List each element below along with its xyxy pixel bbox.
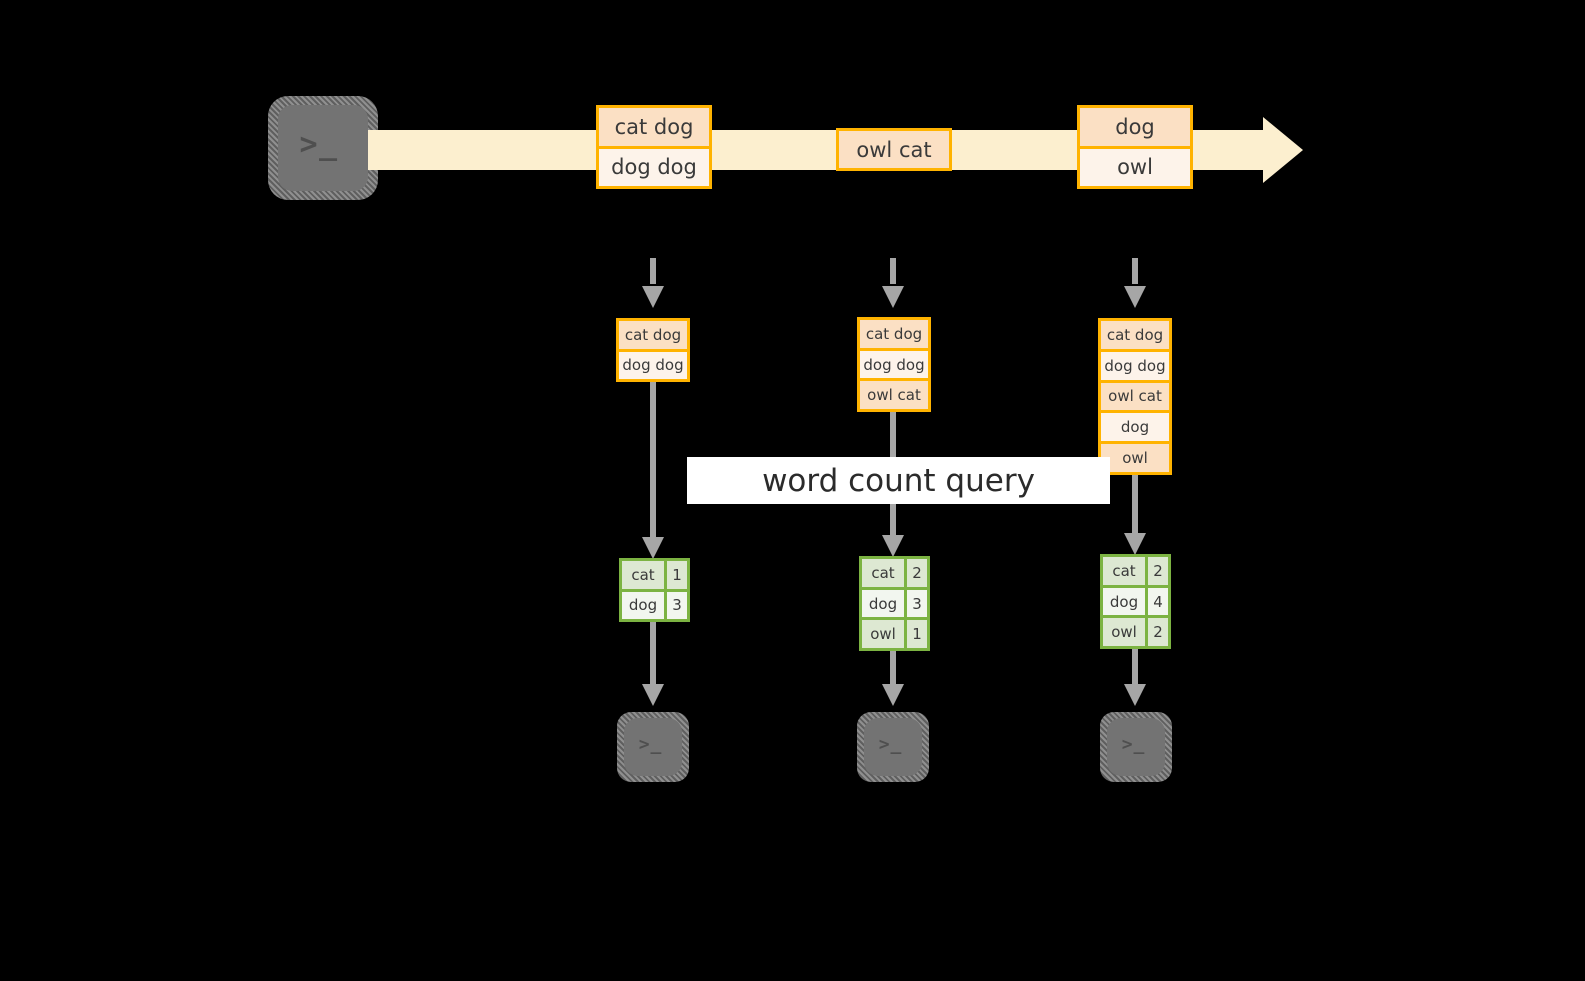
stream-event-line: cat dog: [599, 108, 709, 146]
buffer-row: dog dog: [619, 348, 687, 379]
terminal-screen: [864, 718, 922, 776]
terminal-prompt-glyph: >_: [878, 734, 903, 755]
result-word: dog: [622, 591, 667, 619]
snapshot-1-query-line: [650, 382, 656, 537]
stream-event-line: owl: [1080, 145, 1190, 186]
terminal-prompt-glyph: >_: [638, 734, 663, 755]
buffer-row: owl: [1101, 441, 1169, 472]
stream-event-line: dog: [1080, 108, 1190, 146]
result-count: 1: [907, 620, 927, 649]
result-row: cat 2: [862, 559, 927, 587]
query-label-banner: word count query: [687, 457, 1110, 504]
snapshot-2-sink-terminal-icon: >_: [857, 712, 929, 782]
snapshot-1-feed-dash: [650, 258, 656, 284]
result-word: cat: [1103, 557, 1148, 585]
snapshot-2-buffer: cat dog dog dog owl cat: [857, 317, 931, 412]
snapshot-1-result: cat 1 dog 3: [619, 558, 690, 622]
result-count: 4: [1148, 587, 1168, 616]
stream-event-line: owl cat: [839, 131, 949, 168]
snapshot-3-query-arrowhead: [1124, 533, 1146, 555]
snapshot-2-result: cat 2 dog 3 owl 1: [859, 556, 930, 651]
result-count: 2: [1148, 557, 1168, 585]
buffer-row: cat dog: [860, 320, 928, 348]
result-count: 3: [667, 591, 687, 619]
result-count: 1: [667, 561, 687, 589]
result-word: dog: [1103, 587, 1148, 616]
snapshot-2-sink-line: [890, 651, 896, 684]
snapshot-3-sink-line: [1132, 649, 1138, 684]
result-row: dog 4: [1103, 584, 1168, 616]
terminal-screen: [1107, 718, 1165, 776]
result-word: owl: [862, 620, 907, 649]
stream-event-3: dog owl: [1077, 105, 1193, 189]
result-row: cat 2: [1103, 557, 1168, 585]
snapshot-3-sink-terminal-icon: >_: [1100, 712, 1172, 782]
result-row: dog 3: [862, 586, 927, 618]
snapshot-1-sink-line: [650, 622, 656, 684]
buffer-row: dog: [1101, 410, 1169, 442]
buffer-row: owl cat: [860, 378, 928, 410]
snapshot-2-sink-arrowhead: [882, 684, 904, 706]
query-label-text: word count query: [762, 462, 1035, 499]
result-word: cat: [862, 559, 907, 587]
result-row: owl 2: [1103, 615, 1168, 647]
terminal-screen: [624, 718, 682, 776]
source-terminal-icon: >_: [268, 96, 378, 200]
result-word: cat: [622, 561, 667, 589]
buffer-row: dog dog: [1101, 348, 1169, 380]
snapshot-2-query-arrowhead: [882, 535, 904, 557]
snapshot-3-feed-dash: [1132, 258, 1138, 284]
snapshot-1-query-arrowhead: [642, 537, 664, 559]
stream-event-2: owl cat: [836, 128, 952, 171]
stream-event-line: dog dog: [599, 145, 709, 186]
snapshot-1-sink-arrowhead: [642, 684, 664, 706]
result-row: cat 1: [622, 561, 687, 589]
snapshot-1-sink-terminal-icon: >_: [617, 712, 689, 782]
buffer-row: owl cat: [1101, 379, 1169, 411]
terminal-prompt-glyph: >_: [299, 127, 339, 162]
stream-event-1: cat dog dog dog: [596, 105, 712, 189]
snapshot-3-result: cat 2 dog 4 owl 2: [1100, 554, 1171, 649]
snapshot-1-buffer: cat dog dog dog: [616, 318, 690, 382]
terminal-prompt-glyph: >_: [1121, 734, 1146, 755]
snapshot-2-feed-arrowhead: [882, 286, 904, 308]
buffer-row: dog dog: [860, 347, 928, 379]
buffer-row: cat dog: [1101, 321, 1169, 349]
buffer-row: cat dog: [619, 321, 687, 349]
snapshot-1-feed-arrowhead: [642, 286, 664, 308]
result-word: owl: [1103, 618, 1148, 647]
stream-arrow-head: [1263, 117, 1303, 183]
terminal-screen: [278, 105, 368, 191]
result-count: 3: [907, 589, 927, 618]
snapshot-3-feed-arrowhead: [1124, 286, 1146, 308]
result-row: dog 3: [622, 588, 687, 619]
snapshot-3-query-line: [1132, 475, 1138, 533]
snapshot-2-feed-dash: [890, 258, 896, 284]
result-count: 2: [907, 559, 927, 587]
snapshot-3-buffer: cat dog dog dog owl cat dog owl: [1098, 318, 1172, 475]
result-row: owl 1: [862, 617, 927, 649]
snapshot-3-sink-arrowhead: [1124, 684, 1146, 706]
result-word: dog: [862, 589, 907, 618]
result-count: 2: [1148, 618, 1168, 647]
